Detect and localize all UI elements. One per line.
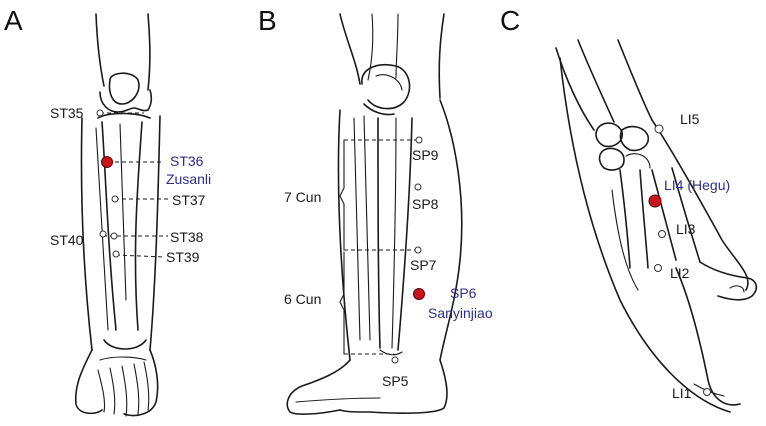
cun-upper-label: 7 Cun [284,189,321,205]
st35-label: ST35 [50,105,84,121]
sp8-label: SP8 [412,196,439,212]
sp6-acupoint [413,288,425,300]
li1-label: LI1 [672,385,692,401]
st36-code-label: ST36 [170,153,204,169]
sp8-point [414,183,422,191]
sp7-point [414,246,422,254]
sp7-label: SP7 [410,257,437,273]
li5-label: LI5 [680,111,700,127]
sp5-point [391,356,399,364]
st37-point [111,195,119,203]
panel-b-label: B [258,5,277,36]
st37-label: ST37 [172,192,206,208]
st38-label: ST38 [170,229,204,245]
li2-label: LI2 [670,265,690,281]
st38-point [110,232,118,240]
st36-name-label: Zusanli [166,171,211,187]
panel-b-leg-illustration [286,13,463,415]
st36-acupoint [101,156,113,168]
st35-point [96,109,104,117]
li5-point [654,124,664,134]
cun-lower-label: 6 Cun [284,291,321,307]
panel-c-label: C [500,5,520,36]
sp5-label: SP5 [382,373,409,389]
st40-point [99,230,107,238]
sp9-point [415,136,423,144]
li3-point [658,230,666,238]
cun-measurement-brackets [339,139,416,355]
sp6-name-label: Sanyinjiao [428,305,493,321]
st39-label: ST39 [166,249,200,265]
li2-point [654,264,662,272]
panel-a-leg-illustration [74,13,161,417]
li3-label: LI3 [676,221,696,237]
st40-label: ST40 [50,232,84,248]
panel-c-hand-illustration [555,39,758,413]
panel-a-label: A [4,5,23,36]
li1-point [703,388,711,396]
sp9-label: SP9 [412,147,439,163]
st39-point [112,250,120,258]
li4-label: LI4 (Hegu) [664,177,730,193]
sp6-code-label: SP6 [450,285,477,301]
li4-acupoint [648,194,662,208]
